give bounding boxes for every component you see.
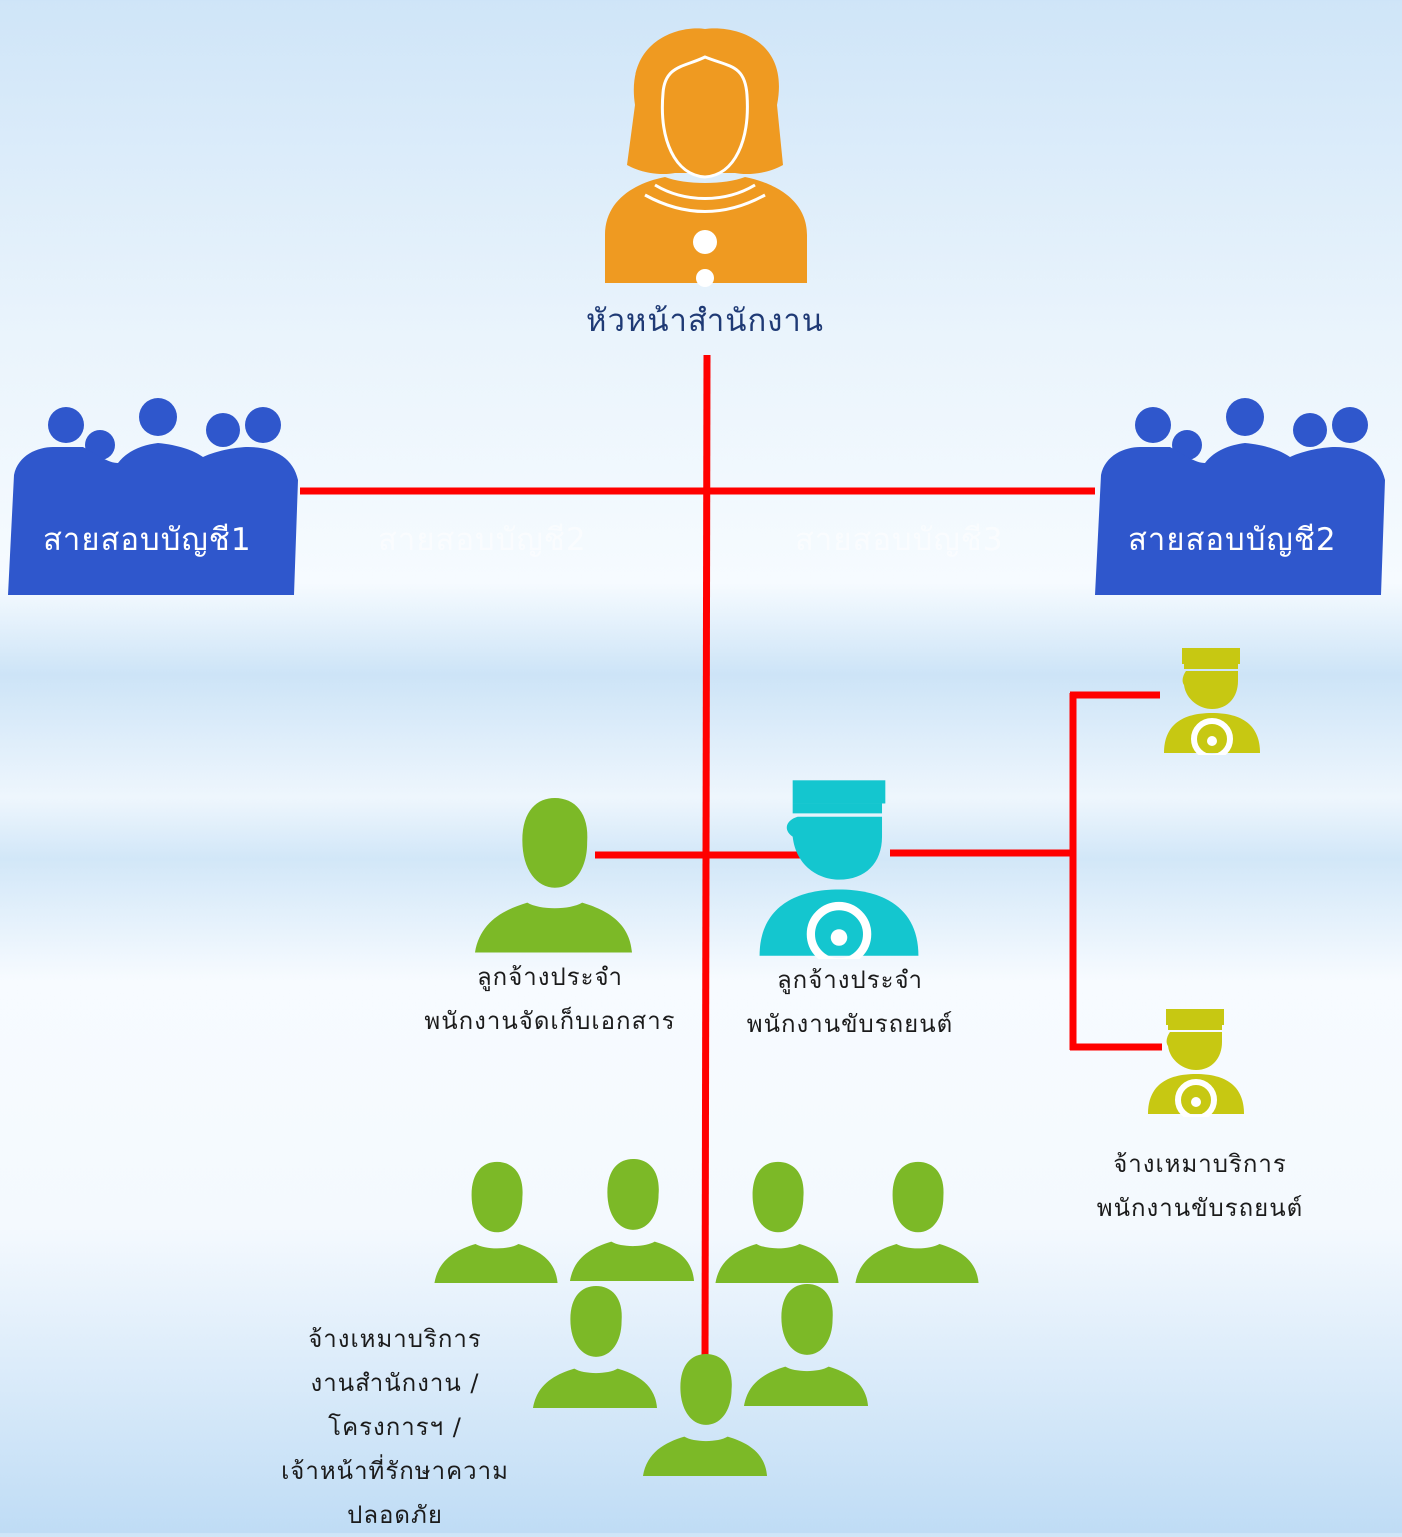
contract-staff-person-icon (434, 1161, 558, 1284)
contract-staff-person-icon (743, 1283, 869, 1407)
audit-group-2-icon (1095, 398, 1385, 595)
contract-office-label-line4: เจ้าหน้าที่รักษาความ (281, 1457, 509, 1485)
contract-staff-person-icon (715, 1161, 839, 1284)
contract-driver-label-line2: พนักงานขับรถยนต์ (1096, 1194, 1304, 1222)
driver-icon (759, 780, 919, 959)
contract-office-staff-label: จ้างเหมาบริการ งานสำนักงาน / โครงการฯ / … (250, 1317, 540, 1537)
audit-group-2-ghost-label: สายสอบบัญชี2 (378, 522, 587, 558)
document-staff-label: ลูกจ้างประจำ พนักงานจัดเก็บเอกสาร (400, 955, 700, 1043)
contract-driver-label-line1: จ้างเหมาบริการ (1113, 1150, 1287, 1178)
head-of-office-title: หัวหน้าสำนักงาน (586, 303, 824, 339)
audit-group-2-label: สายสอบบัญชี2 (1128, 522, 1337, 558)
contract-staff-person-icon (569, 1158, 695, 1282)
contract-driver-label: จ้างเหมาบริการ พนักงานขับรถยนต์ (1060, 1142, 1340, 1230)
driver-label-line2: พนักงานขับรถยนต์ (746, 1010, 954, 1038)
audit-group-3-ghost-label: สายสอบบัญชี3 (795, 522, 1004, 558)
audit-group-1-label: สายสอบบัญชี1 (43, 522, 252, 558)
driver-label-line1: ลูกจ้างประจำ (776, 966, 924, 994)
contract-staff-person-icon (642, 1353, 768, 1477)
document-staff-label-line2: พนักงานจัดเก็บเอกสาร (424, 1007, 676, 1035)
audit-group-1-icon (8, 398, 298, 595)
contract-office-label-line1: จ้างเหมาบริการ (308, 1325, 482, 1353)
document-staff-label-line1: ลูกจ้างประจำ (476, 963, 624, 991)
driver-label: ลูกจ้างประจำ พนักงานขับรถยนต์ (710, 958, 990, 1046)
contract-driver-icon-top (1164, 648, 1260, 755)
document-staff-icon (474, 797, 633, 953)
contract-staff-person-icon (855, 1161, 979, 1284)
contract-driver-icon-bottom (1148, 1009, 1244, 1117)
contract-office-label-line2: งานสำนักงาน / (310, 1369, 480, 1397)
contract-staff-person-icon (532, 1285, 658, 1409)
head-of-office-icon (605, 28, 807, 287)
contract-office-label-line3: โครงการฯ / (328, 1413, 462, 1441)
contract-office-label-line5: ปลอดภัย (347, 1501, 443, 1529)
